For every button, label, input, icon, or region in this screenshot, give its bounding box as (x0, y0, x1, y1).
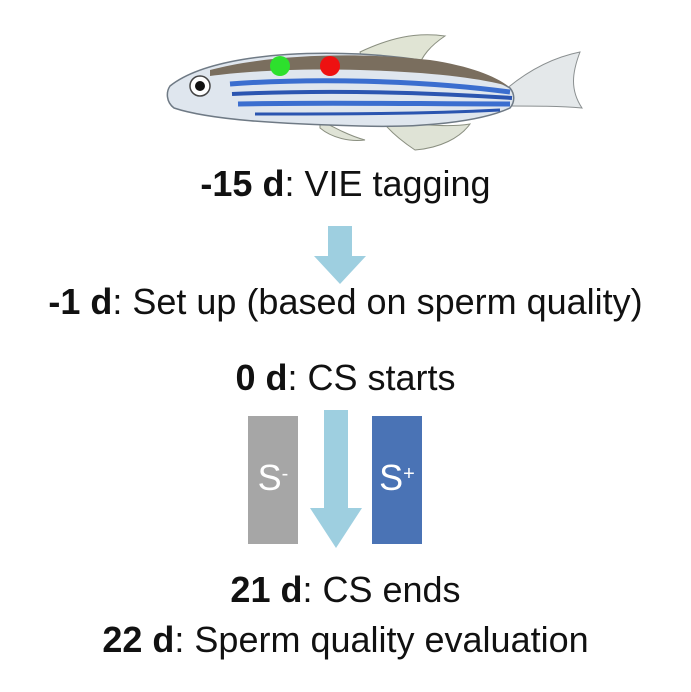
group-label: S (257, 457, 282, 498)
step-vie-tagging: -15 d: VIE tagging (0, 164, 691, 204)
step-text: : Sperm quality evaluation (174, 619, 589, 660)
arrow-down-icon (314, 226, 366, 284)
step-day: -1 d (48, 281, 113, 322)
step-day: 22 d (102, 619, 175, 660)
step-day: -15 d (200, 163, 285, 204)
group-sign: - (281, 463, 289, 485)
step-sperm-evaluation: 22 d: Sperm quality evaluation (0, 620, 691, 660)
step-text: : Set up (based on sperm quality) (112, 281, 643, 322)
step-text: : VIE tagging (284, 163, 491, 204)
group-s-plus-box: S+ (372, 416, 422, 544)
step-cs-ends: 21 d: CS ends (0, 570, 691, 610)
step-day: 21 d (230, 569, 303, 610)
group-s-minus-box: S- (248, 416, 298, 544)
step-cs-starts: 0 d: CS starts (0, 358, 691, 398)
vie-tag-green (270, 56, 290, 76)
arrow-down-long-icon (310, 410, 362, 548)
group-label: S (379, 457, 404, 498)
step-text: : CS starts (287, 357, 456, 398)
step-day: 0 d (235, 357, 288, 398)
zebrafish-illustration (166, 34, 583, 151)
group-sign: + (403, 463, 415, 485)
step-text: : CS ends (302, 569, 461, 610)
vie-tag-red (320, 56, 340, 76)
step-set-up: -1 d: Set up (based on sperm quality) (0, 282, 691, 322)
